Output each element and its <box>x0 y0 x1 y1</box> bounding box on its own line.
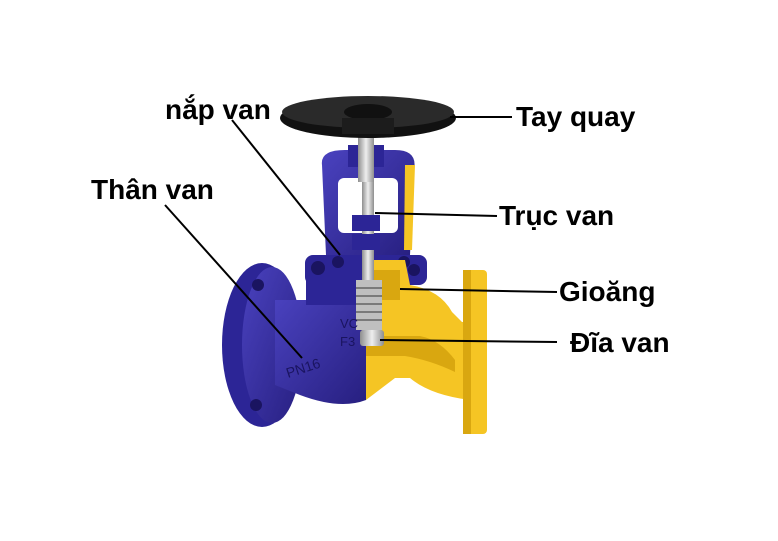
valve-disc <box>360 330 384 346</box>
leader-line-disc <box>379 339 558 343</box>
label-cover: nắp van <box>165 94 271 125</box>
casting-code-text: F3 <box>340 334 355 349</box>
leader-line-stem <box>374 212 498 217</box>
label-stem: Trục van <box>499 200 615 231</box>
leader-line-cover <box>231 119 341 256</box>
gasket <box>356 280 382 330</box>
leader-lines <box>164 116 558 359</box>
casting-brand-text: VC <box>340 316 358 331</box>
handwheel <box>280 96 456 138</box>
valve-body <box>275 295 366 404</box>
leader-line-gasket <box>399 288 558 293</box>
label-body: Thân van <box>91 174 214 205</box>
leader-line-body <box>164 204 303 359</box>
label-handwheel: Tay quay <box>516 101 636 132</box>
outlet-flange <box>463 270 487 434</box>
label-disc: Đĩa van <box>570 327 670 358</box>
label-gasket: Gioăng <box>559 276 656 307</box>
